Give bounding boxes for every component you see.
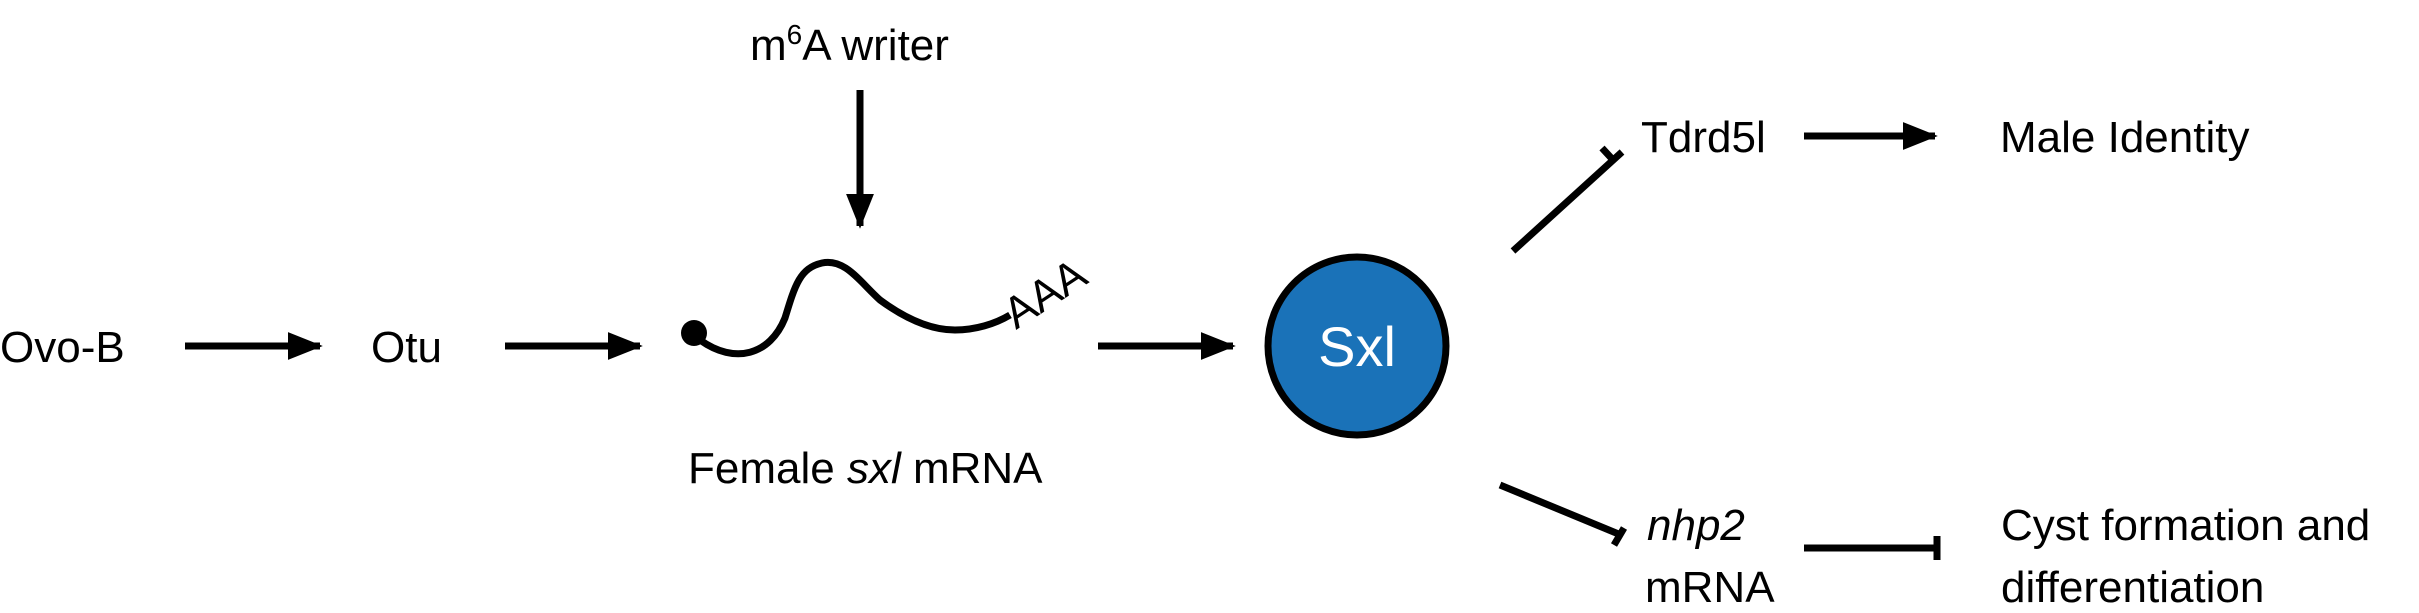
female-sxl-mrna-suffix: mRNA [901,444,1043,493]
sxl-inhibits-nhp2 [1498,481,1628,547]
female-sxl-mrna-italic: sxl [847,444,902,493]
sxl-to-nhp2-bar [1610,526,1628,547]
ovo-b-label: Ovo-B [0,323,125,372]
sxl-inhibits-tdrd5l [1510,145,1625,254]
female-sxl-mrna-label: Female sxl mRNA [688,444,1043,493]
cyst-line1: Cyst formation and [2001,501,2370,550]
nhp2-mrna-label: nhp2 mRNA [1645,501,1775,612]
sxl-node [1264,253,1450,439]
nhp2-inhibits-cyst [1804,536,1941,560]
poly-a-tail-label: AAA [995,249,1096,338]
sxl-to-tdrd5l-line [1510,149,1625,254]
female-sxl-mrna-prefix: Female [688,444,847,493]
tdrd5l-label: Tdrd5l [1641,113,1766,162]
m6a-writer-prefix: m [750,21,787,70]
cyst-formation-label: Cyst formation and differentiation [2001,501,2370,612]
m6a-writer-label: m6A writer [750,19,949,70]
otu-label: Otu [371,323,442,372]
m6a-writer-superscript: 6 [787,19,803,50]
nhp2-italic: nhp2 [1647,501,1745,550]
nhp2-line2: mRNA [1645,563,1775,612]
mrna-glyph: AAA [681,249,1096,358]
sxl-to-tdrd5l-bar [1599,145,1617,164]
sxl-to-nhp2-line [1498,481,1623,539]
male-identity-label: Male Identity [2000,113,2249,162]
sxl-label: Sxl [1318,315,1396,378]
mrna-strand-icon [697,258,1012,358]
m6a-writer-suffix: A writer [802,21,949,70]
cyst-line2: differentiation [2001,563,2264,612]
